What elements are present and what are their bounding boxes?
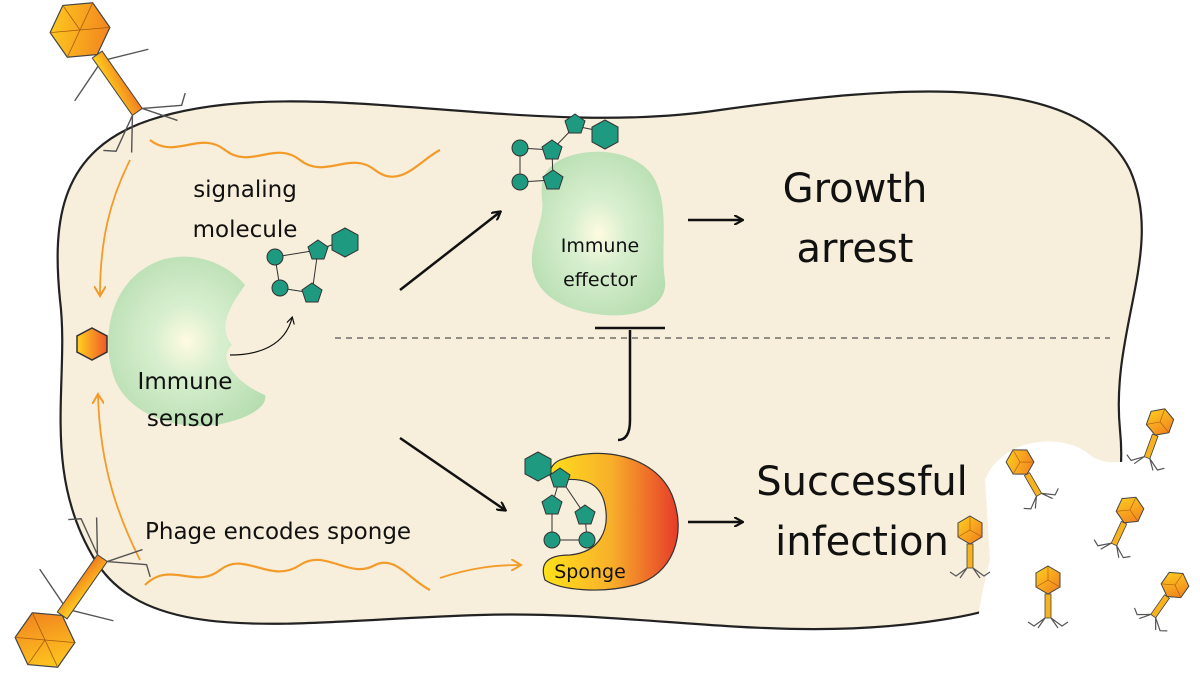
sensor-product-arrow	[229, 318, 292, 356]
phage-bottom-left	[5, 517, 151, 681]
immune-effector-shape	[531, 151, 666, 316]
phage-signal-hexagon	[76, 327, 108, 361]
immune-sensor-label-1: Immune	[137, 369, 233, 395]
successful-infection-label-2: infection	[775, 519, 949, 565]
immune-effector-label-2: effector	[563, 269, 637, 291]
arrow-to-sponge	[399, 436, 505, 510]
growth-arrest-label-1: Growth	[782, 166, 928, 212]
sponge-bound-molecule	[524, 451, 596, 549]
immune-sensor-shape	[108, 256, 266, 426]
inhibition-symbol	[595, 326, 665, 442]
signaling-molecule	[266, 227, 359, 303]
mrna-top	[149, 139, 441, 178]
successful-infection-label-1: Successful	[756, 459, 968, 505]
orange-arrow-to-sponge	[439, 565, 520, 579]
sponge-shape	[542, 452, 679, 591]
growth-arrest-label-2: arrest	[796, 226, 914, 272]
orange-arrow-up	[98, 395, 141, 561]
signaling-molecule-label-2: molecule	[192, 217, 298, 243]
phage-encodes-sponge-label: Phage encodes sponge	[145, 519, 412, 545]
immune-effector-label-1: Immune	[560, 235, 640, 257]
arrow-to-effector	[399, 212, 500, 291]
effector-bound-molecule	[511, 113, 619, 191]
sponge-label: Sponge	[554, 561, 626, 583]
mrna-bottom	[144, 558, 431, 591]
phage-top-left	[40, 0, 186, 153]
signaling-molecule-label-1: signaling	[193, 177, 297, 203]
lysis-region	[977, 441, 1200, 693]
orange-arrow-down	[100, 159, 131, 295]
immune-sensor-label-2: sensor	[146, 406, 224, 432]
